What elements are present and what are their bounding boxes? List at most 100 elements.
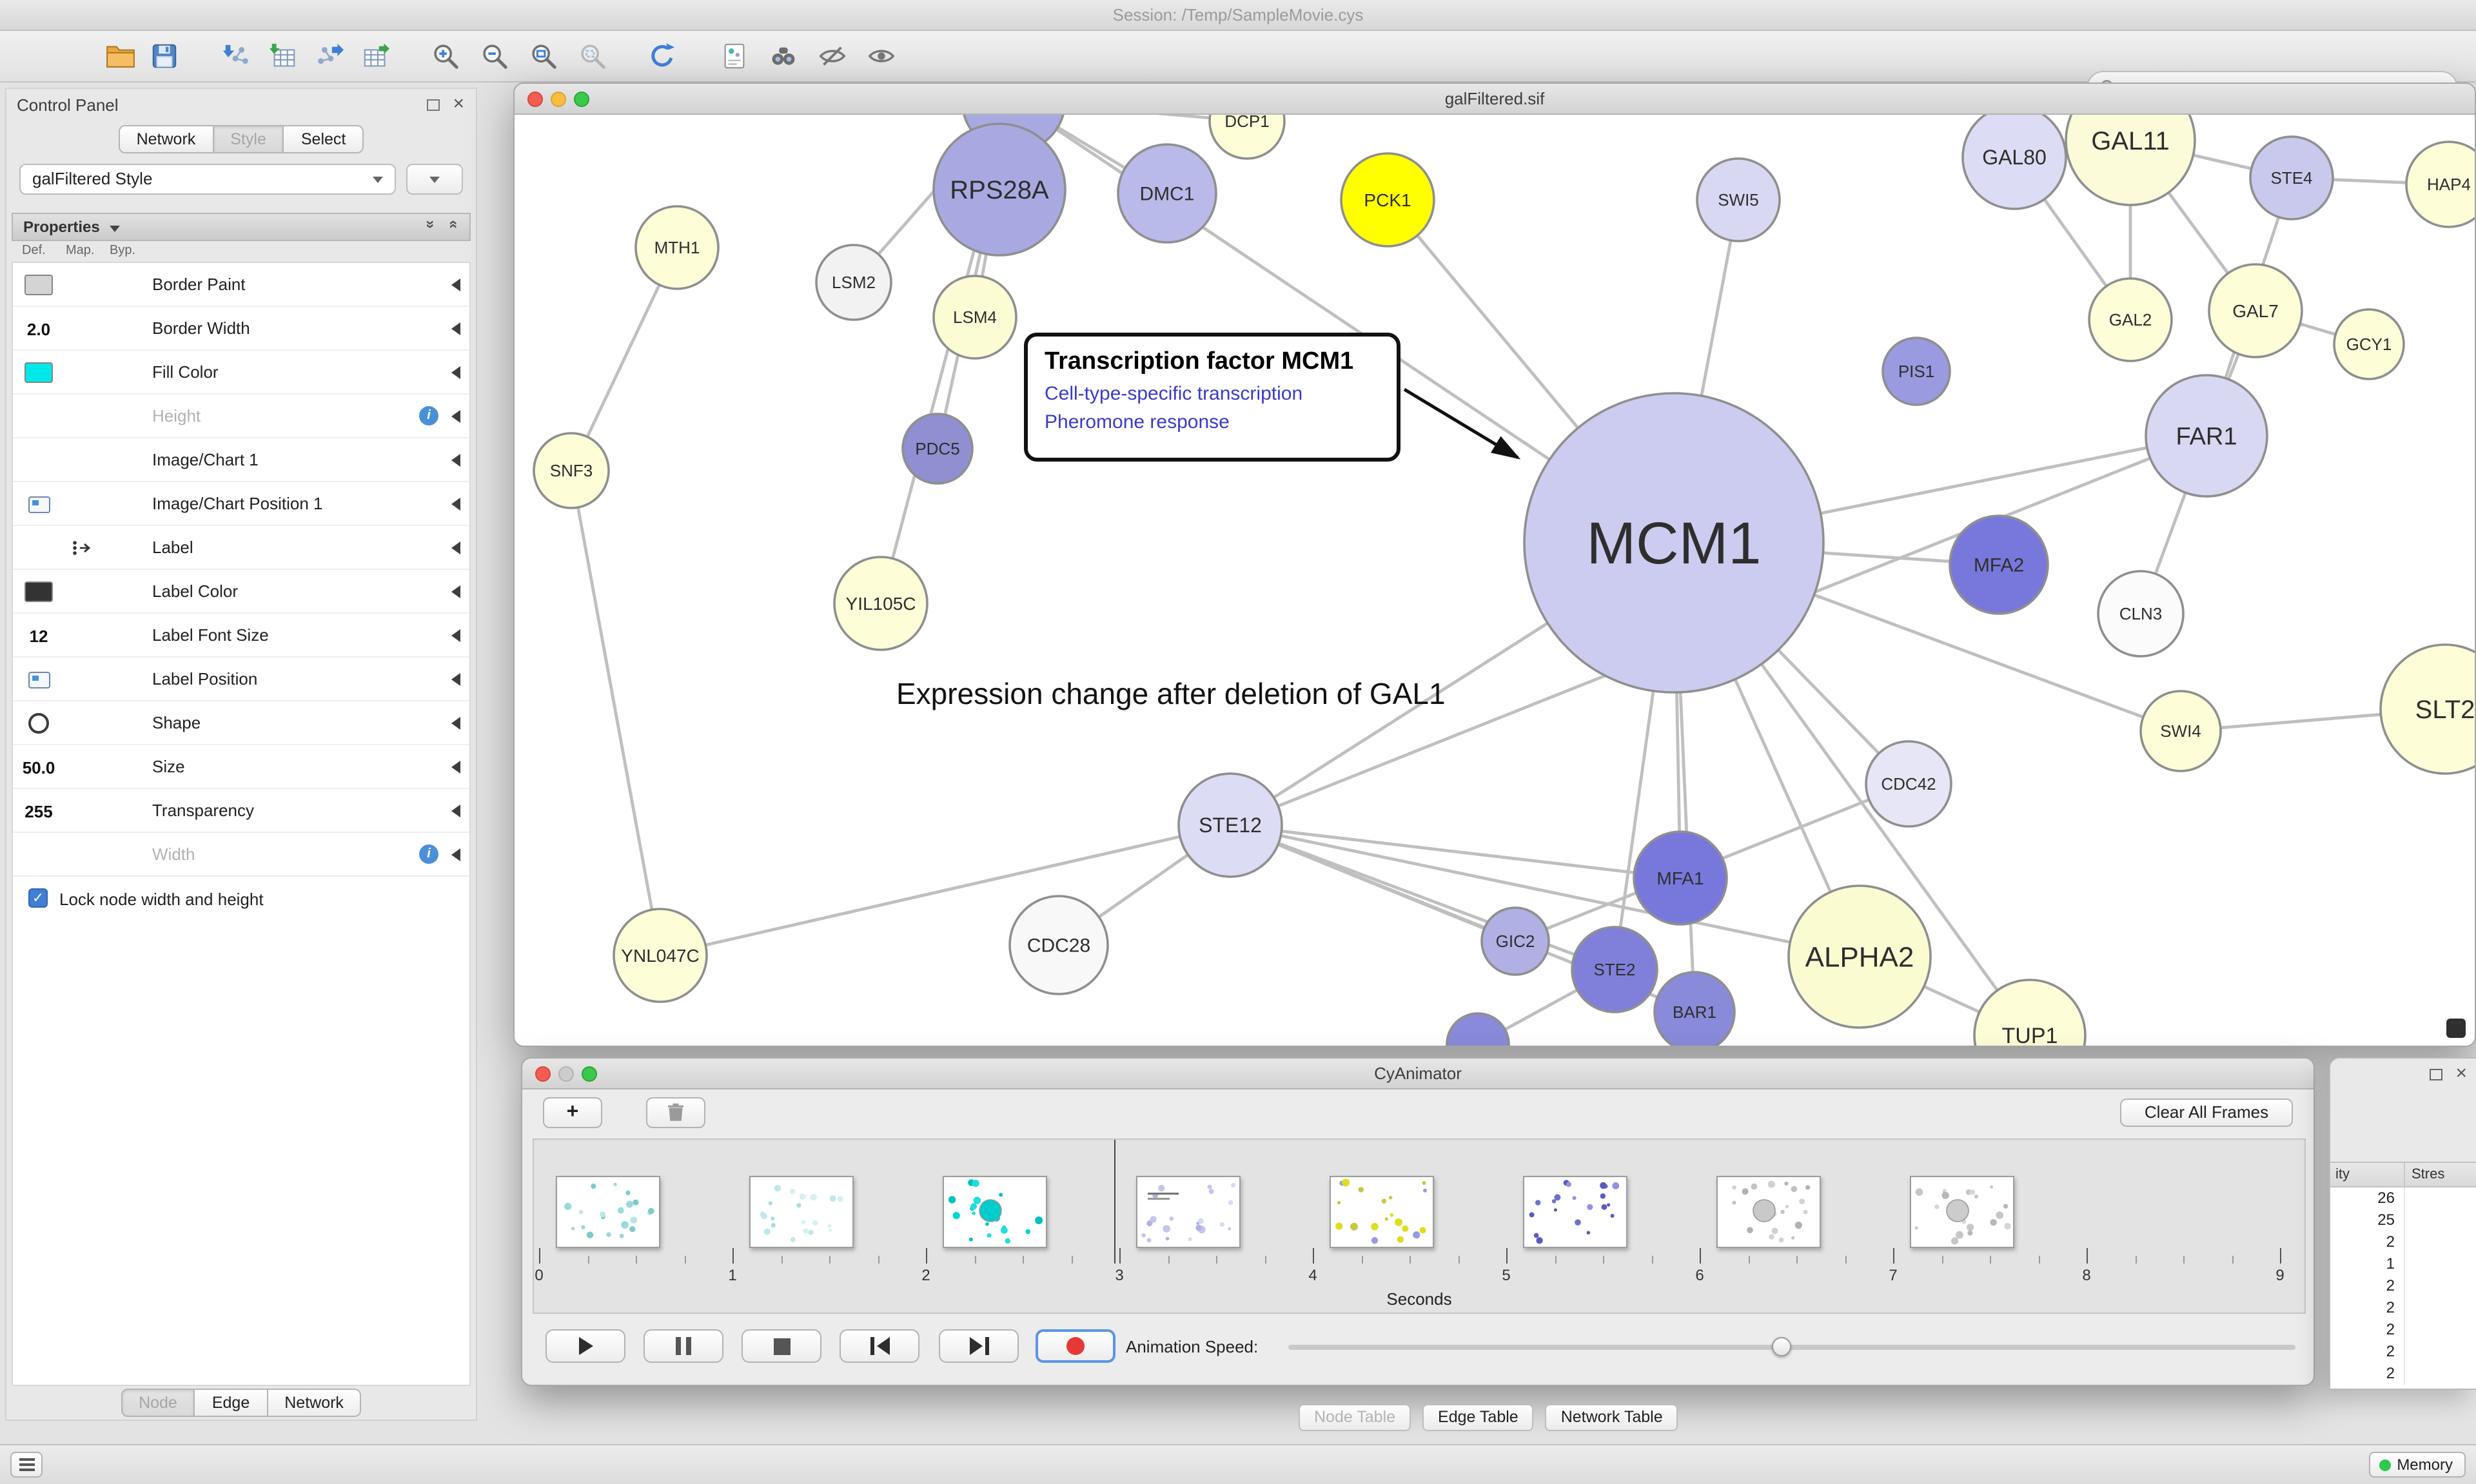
bypass-cell[interactable] xyxy=(106,315,147,343)
export-table-icon[interactable] xyxy=(356,37,395,75)
default-value-cell[interactable] xyxy=(18,578,59,606)
play-button[interactable] xyxy=(545,1329,625,1363)
mapping-cell[interactable] xyxy=(62,578,103,606)
default-value-cell[interactable] xyxy=(18,271,59,299)
minimize-window-button[interactable] xyxy=(558,1066,574,1082)
info-icon[interactable]: i xyxy=(419,406,438,425)
collapse-all-icon[interactable]: » xyxy=(422,220,441,229)
bypass-cell[interactable] xyxy=(106,753,147,781)
zoom-selected-icon[interactable] xyxy=(573,37,611,75)
expand-row-icon[interactable] xyxy=(451,761,460,774)
expand-row-icon[interactable] xyxy=(451,585,460,598)
expand-row-icon[interactable] xyxy=(451,366,460,379)
tab-network-table[interactable]: Network Table xyxy=(1545,1404,1678,1431)
expand-row-icon[interactable] xyxy=(451,278,460,291)
animation-speed-slider[interactable] xyxy=(1288,1337,2295,1356)
zoom-window-button[interactable] xyxy=(582,1066,597,1082)
zoom-fit-icon[interactable] xyxy=(524,37,562,75)
attribute-tab-edge[interactable]: Edge xyxy=(195,1389,268,1417)
zoom-window-button[interactable] xyxy=(574,92,589,107)
close-window-button[interactable] xyxy=(527,92,543,107)
bypass-cell[interactable] xyxy=(106,446,147,474)
color-swatch[interactable] xyxy=(25,581,53,602)
annotation-link[interactable]: Pheromone response xyxy=(1045,411,1230,433)
mapping-cell[interactable] xyxy=(62,315,103,343)
mapping-cell[interactable] xyxy=(62,271,103,299)
frame-thumbnail-2[interactable] xyxy=(749,1176,854,1248)
panel-menu-button[interactable] xyxy=(10,1452,43,1478)
frame-thumbnail-3[interactable] xyxy=(943,1176,1047,1248)
node-CDC42[interactable]: CDC42 xyxy=(1865,740,1952,828)
expand-row-icon[interactable] xyxy=(451,498,460,511)
frame-thumbnail-1[interactable] xyxy=(556,1176,660,1248)
mapping-cell[interactable] xyxy=(62,797,103,825)
default-value-cell[interactable]: 50.0 xyxy=(18,753,59,781)
mapping-cell[interactable] xyxy=(62,402,103,431)
skip-end-button[interactable] xyxy=(939,1329,1019,1363)
table-row[interactable]: 2 xyxy=(2330,1275,2476,1297)
node-YIL105C[interactable]: YIL105C xyxy=(833,556,928,651)
ellipse-shape-icon[interactable] xyxy=(28,713,49,734)
import-table-icon[interactable] xyxy=(263,37,302,75)
default-value-cell[interactable] xyxy=(18,665,59,694)
default-value-cell[interactable] xyxy=(18,358,59,387)
bypass-cell[interactable] xyxy=(106,841,147,869)
node-GIC2[interactable]: GIC2 xyxy=(1480,906,1550,976)
default-value-cell[interactable]: 255 xyxy=(18,797,59,825)
bypass-cell[interactable] xyxy=(106,797,147,825)
mapping-cell[interactable] xyxy=(62,709,103,737)
table-row[interactable]: 26 xyxy=(2330,1187,2476,1209)
node-MTH1[interactable]: MTH1 xyxy=(634,205,720,290)
default-value-cell[interactable] xyxy=(18,446,59,474)
close-panel-icon[interactable]: × xyxy=(453,93,464,115)
style-selector[interactable]: galFiltered Style xyxy=(19,164,396,195)
node-GCY1[interactable]: GCY1 xyxy=(2333,308,2405,380)
frame-thumbnail-4[interactable] xyxy=(1136,1176,1241,1248)
bypass-cell[interactable] xyxy=(106,665,147,694)
attribute-tab-network[interactable]: Network xyxy=(268,1389,362,1417)
collapse-expand-icons[interactable]: » « xyxy=(422,215,464,233)
edge-RPS28B-DCP1[interactable] xyxy=(1014,115,1248,123)
node-MFA2[interactable]: MFA2 xyxy=(1949,514,2049,615)
node-BAR1[interactable]: BAR1 xyxy=(1653,971,1736,1047)
expand-row-icon[interactable] xyxy=(451,454,460,467)
node-LSM2[interactable]: LSM2 xyxy=(815,244,892,321)
annotation-box[interactable]: Transcription factor MCM1 Cell-type-spec… xyxy=(1024,333,1400,462)
mapping-cell[interactable] xyxy=(62,753,103,781)
node-SNF3[interactable]: SNF3 xyxy=(533,432,610,509)
node-HAP4[interactable]: HAP4 xyxy=(2405,141,2475,228)
mapping-cell[interactable] xyxy=(62,534,103,562)
node-DMC1[interactable]: DMC1 xyxy=(1117,143,1217,244)
property-row-label[interactable]: Label xyxy=(13,526,469,570)
property-row-label-position[interactable]: Label Position xyxy=(13,658,469,701)
expand-all-icon[interactable]: « xyxy=(446,220,464,229)
pause-button[interactable] xyxy=(644,1329,723,1363)
position-icon[interactable] xyxy=(28,671,50,688)
tab-select[interactable]: Select xyxy=(284,125,364,153)
tab-network[interactable]: Network xyxy=(118,125,214,153)
edge-STE12-YNL047C[interactable] xyxy=(660,823,1231,957)
mapping-cell[interactable] xyxy=(62,490,103,518)
node-SWI4[interactable]: SWI4 xyxy=(2139,690,2222,772)
bypass-cell[interactable] xyxy=(106,271,147,299)
property-row-image-chart-position-1[interactable]: Image/Chart Position 1 xyxy=(13,482,469,526)
memory-button[interactable]: Memory xyxy=(2368,1452,2466,1478)
expand-row-icon[interactable] xyxy=(451,629,460,642)
table-row[interactable]: 1 xyxy=(2330,1253,2476,1275)
delete-frame-button[interactable] xyxy=(646,1097,705,1128)
slider-knob[interactable] xyxy=(1772,1337,1791,1356)
close-window-button[interactable] xyxy=(535,1066,551,1082)
info-icon[interactable]: i xyxy=(419,845,438,864)
close-panel-icon[interactable]: × xyxy=(2455,1062,2467,1084)
node-YNL047C[interactable]: YNL047C xyxy=(613,908,708,1003)
apply-layout-icon[interactable] xyxy=(642,37,681,75)
expand-row-icon[interactable] xyxy=(451,805,460,817)
node-PIS1[interactable]: PIS1 xyxy=(1882,337,1951,406)
property-row-shape[interactable]: Shape xyxy=(13,701,469,745)
bypass-cell[interactable] xyxy=(106,358,147,387)
zoom-out-icon[interactable] xyxy=(475,37,513,75)
